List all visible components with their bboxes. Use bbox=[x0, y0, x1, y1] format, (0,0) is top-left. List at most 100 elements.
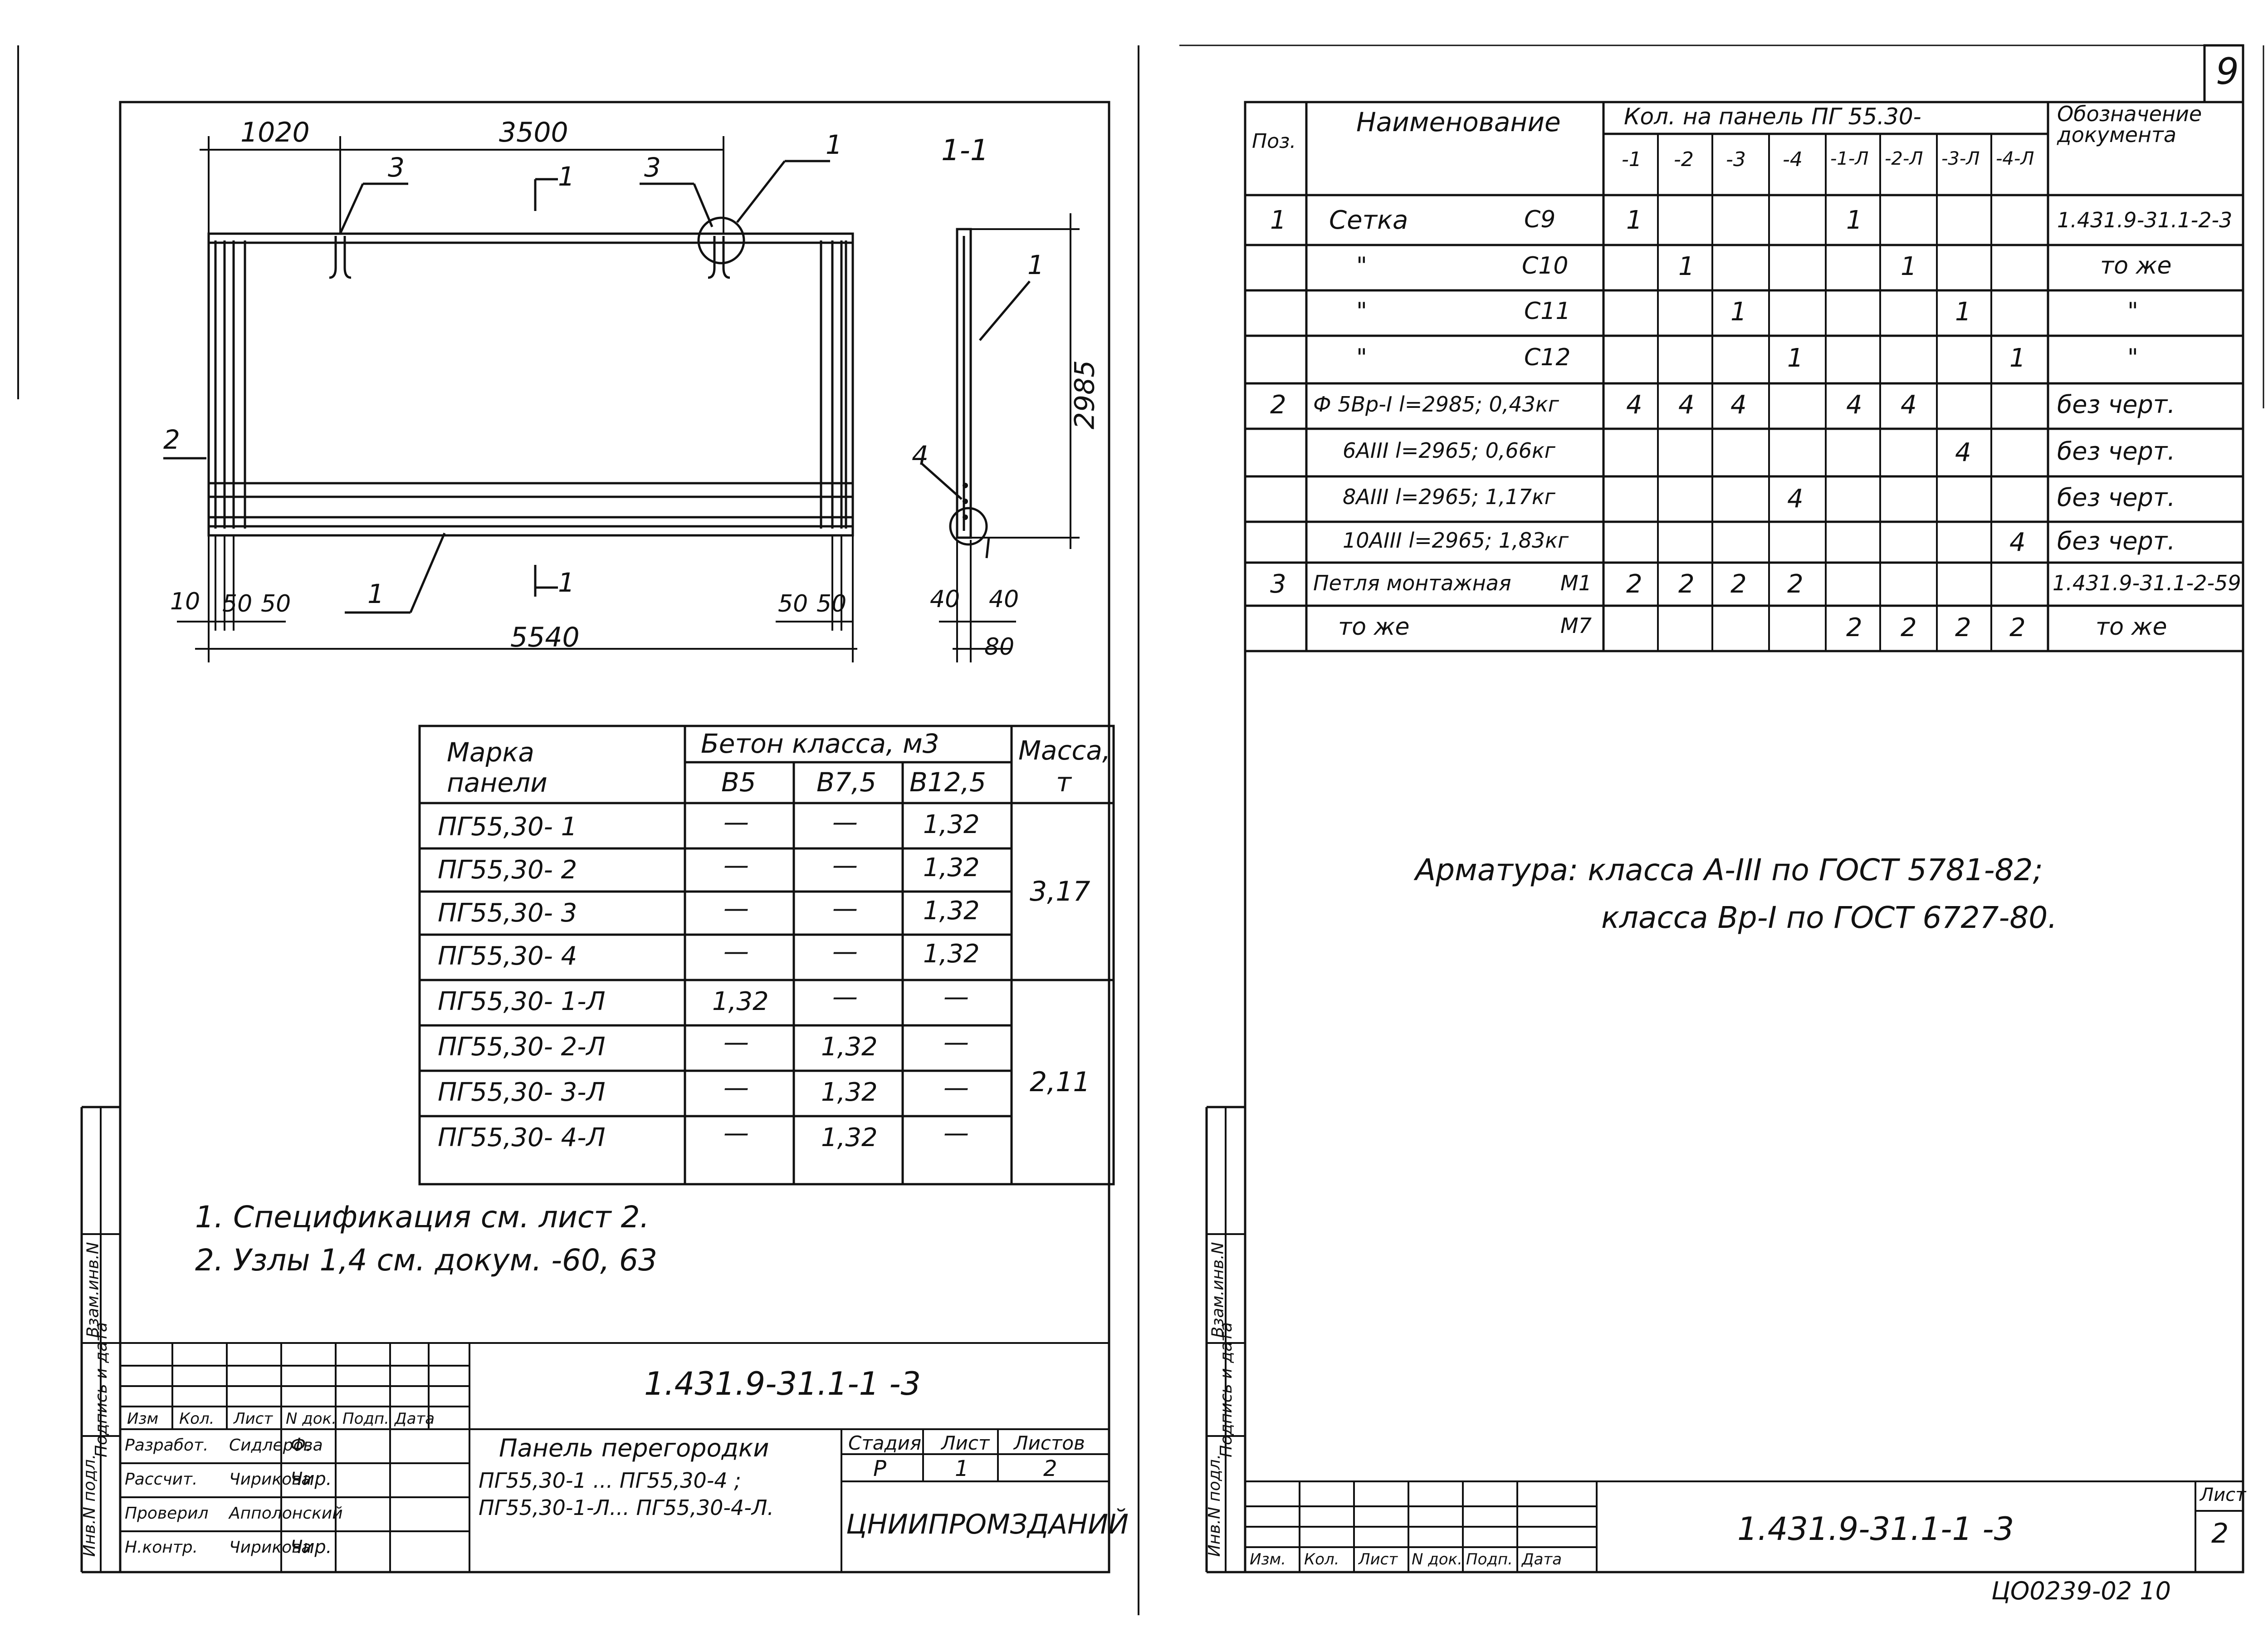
dim-80: 80 bbox=[984, 633, 1015, 661]
section-mark-bottom: 1 bbox=[558, 567, 575, 598]
row-doc: без черт. bbox=[2057, 390, 2175, 419]
row-qty: 4 bbox=[1730, 390, 1747, 420]
row-mark: ПГ55,30- 1 bbox=[438, 812, 577, 842]
row-qty: 1 bbox=[1730, 297, 1747, 327]
stamp-col-podp: Подп. bbox=[1466, 1550, 1513, 1568]
row-mark: М1 bbox=[1560, 571, 1592, 595]
row-doc: " bbox=[2127, 298, 2138, 325]
dim-5540: 5540 bbox=[510, 622, 580, 653]
row-name: Сетка bbox=[1329, 206, 1408, 235]
row-b5: — bbox=[723, 1028, 749, 1057]
dim-50-a: 50 bbox=[222, 590, 253, 618]
dim-2985: 2985 bbox=[1069, 360, 1101, 430]
row-qty: 4 bbox=[1955, 438, 1971, 467]
callout-1-loop: 1 bbox=[826, 129, 842, 160]
dim-40-b: 40 bbox=[989, 586, 1019, 613]
side-replace-inv: Взам.инв.N bbox=[83, 1242, 103, 1338]
row-qty: 4 bbox=[1626, 390, 1642, 420]
row-b125: 1,32 bbox=[923, 853, 980, 882]
row-b5: — bbox=[723, 1073, 749, 1103]
callout-1-mesh: 1 bbox=[367, 578, 384, 609]
row-qty: 1 bbox=[1955, 297, 1971, 327]
row-mark: ПГ55,30- 4 bbox=[438, 941, 577, 971]
row-qty: 1 bbox=[2009, 343, 2026, 373]
row-b75: — bbox=[832, 937, 858, 966]
row-mark: С12 bbox=[1524, 344, 1571, 371]
row-b75: — bbox=[832, 894, 858, 923]
row-doc: то же bbox=[2096, 613, 2167, 641]
row-b5: — bbox=[723, 808, 749, 837]
row-b5: — bbox=[723, 937, 749, 966]
name-developer: Сидлерова bbox=[229, 1436, 323, 1455]
row-mark: ПГ55,30- 2 bbox=[438, 855, 577, 885]
dim-1020: 1020 bbox=[240, 117, 310, 148]
organization: ЦНИИПРОМЗДАНИЙ bbox=[846, 1509, 1129, 1540]
callout-4: 4 bbox=[912, 440, 929, 471]
name-norm-control: Чирикова bbox=[229, 1538, 312, 1557]
stamp-col-data: Дата bbox=[1522, 1550, 1562, 1568]
row-doc: без черт. bbox=[2057, 527, 2175, 555]
qty-col-2l: -2-Л bbox=[1885, 148, 1923, 169]
row-b125: — bbox=[943, 1073, 969, 1103]
row-mark: М7 bbox=[1560, 613, 1592, 638]
spec-header-name: Наименование bbox=[1356, 107, 1561, 137]
doc-code: 1.431.9-31.1-1 -3 bbox=[1737, 1510, 2014, 1548]
row-qty: 2 bbox=[1626, 569, 1642, 599]
callout-2: 2 bbox=[163, 424, 180, 455]
row-b75: 1,32 bbox=[821, 1123, 878, 1152]
stamp-col-list: Лист bbox=[1359, 1550, 1398, 1568]
qty-col-3l: -3-Л bbox=[1941, 148, 1980, 169]
table-header-mark: Марка панели bbox=[447, 737, 547, 798]
row-name: 8АIII l=2965; 1,17кг bbox=[1343, 485, 1555, 509]
row-qty: 4 bbox=[1901, 390, 1917, 420]
side-sign-date: Подпись и дата bbox=[1217, 1322, 1236, 1458]
row-b75: 1,32 bbox=[821, 1078, 878, 1107]
row-mark: ПГ55,30- 3-Л bbox=[438, 1078, 606, 1107]
row-b125: 1,32 bbox=[923, 896, 980, 926]
dim-10: 10 bbox=[170, 588, 200, 615]
row-b75: — bbox=[832, 982, 858, 1012]
side-inv-orig: Инв.N подл. bbox=[1205, 1454, 1224, 1557]
row-qty: 2 bbox=[1730, 569, 1747, 599]
qty-col-1: -1 bbox=[1622, 148, 1642, 171]
spec-header-qty: Кол. на панель ПГ 55.30- bbox=[1624, 103, 1921, 130]
row-pos: 3 bbox=[1270, 569, 1286, 599]
row-mark: ПГ55,30- 2-Л bbox=[438, 1032, 606, 1062]
row-b125: — bbox=[943, 1118, 969, 1148]
row-qty: 1 bbox=[1901, 252, 1917, 281]
row-qty: 2 bbox=[1846, 613, 1862, 642]
row-qty: 1 bbox=[1626, 206, 1642, 235]
spec-header-pos: Поз. bbox=[1252, 130, 1296, 153]
table-header-concrete: Бетон класса, м3 bbox=[701, 728, 939, 759]
dim-40-a: 40 bbox=[930, 586, 960, 613]
row-mark: ПГ55,30- 3 bbox=[438, 898, 577, 928]
note-1: 1. Спецификация см. лист 2. bbox=[195, 1200, 650, 1235]
header-sheet: Лист bbox=[941, 1432, 990, 1454]
stamp-col-data: Дата bbox=[395, 1410, 435, 1428]
stage-value: Р bbox=[873, 1456, 886, 1481]
row-b5: — bbox=[723, 1118, 749, 1148]
title-line-2: ПГ55,30-1 ... ПГ55,30-4 ; bbox=[479, 1468, 741, 1493]
side-sign-date: Подпись и дата bbox=[92, 1322, 111, 1458]
row-name: то же bbox=[1338, 613, 1410, 641]
archive-code: ЦО0239-02 10 bbox=[1991, 1577, 2171, 1605]
signature-norm-control: Чир. bbox=[290, 1537, 332, 1558]
side-inv-orig: Инв.N подл. bbox=[80, 1454, 99, 1557]
callout-1-section: 1 bbox=[1027, 250, 1044, 280]
row-name: " bbox=[1356, 344, 1367, 371]
row-b125: — bbox=[943, 982, 969, 1012]
name-calculated: Чирикова bbox=[229, 1470, 312, 1489]
row-b5: 1,32 bbox=[712, 987, 769, 1016]
header-stage: Стадия bbox=[848, 1432, 922, 1454]
row-doc: без черт. bbox=[2057, 483, 2175, 512]
signature-developer: Ф. bbox=[290, 1435, 312, 1456]
row-name: 10АIII l=2965; 1,83кг bbox=[1343, 528, 1569, 553]
class-b5: B5 bbox=[721, 767, 756, 798]
row-qty: 2 bbox=[1901, 613, 1917, 642]
row-doc: " bbox=[2127, 344, 2138, 371]
dim-50-b: 50 bbox=[261, 590, 291, 618]
row-pos: 1 bbox=[1270, 206, 1286, 235]
row-qty: 2 bbox=[1678, 569, 1695, 599]
stamp-col-kol: Кол. bbox=[179, 1410, 215, 1428]
